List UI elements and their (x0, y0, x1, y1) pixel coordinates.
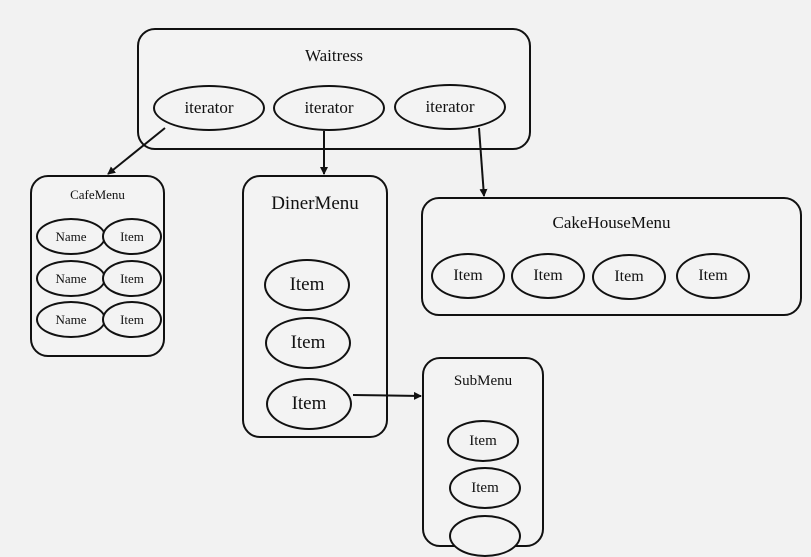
cakehouse-menu-title: CakeHouseMenu (552, 213, 671, 232)
sub-menu-title: SubMenu (453, 373, 513, 389)
cafe-menu-box: CafeMenu Name Item Name Item Name Item (30, 175, 165, 357)
iterator-label: iterator (304, 98, 354, 117)
item-label: Item (453, 267, 483, 284)
item-label: Item (698, 267, 728, 284)
sub-menu-box: SubMenu Item Item (422, 357, 544, 557)
item-node: Item (266, 378, 352, 430)
cakehouse-menu-box: CakeHouseMenu Item Item Item Item (421, 197, 802, 316)
waitress-box: Waitress iterator iterator iterator (137, 28, 531, 150)
item-node: Item (447, 420, 519, 462)
diner-menu-title: DinerMenu (271, 193, 359, 214)
item-node: Item (264, 259, 350, 311)
name-node: Name (36, 260, 106, 297)
item-label: Item (120, 270, 144, 286)
item-label: Item (120, 228, 144, 244)
name-label: Name (55, 270, 87, 286)
item-label: Item (291, 393, 327, 414)
iterator-node: iterator (153, 85, 265, 131)
item-node: Item (592, 254, 666, 300)
item-label: Item (471, 479, 499, 496)
item-node (449, 515, 521, 557)
item-label: Item (469, 432, 497, 449)
name-label: Name (55, 228, 87, 244)
item-node: Item (102, 301, 162, 338)
item-label: Item (533, 267, 563, 284)
item-node: Item (676, 253, 750, 299)
item-node: Item (102, 218, 162, 255)
waitress-title: Waitress (304, 46, 364, 65)
item-node: Item (449, 467, 521, 509)
iterator-label: iterator (184, 98, 234, 117)
iterator-label: iterator (425, 97, 475, 116)
item-node: Item (431, 253, 505, 299)
cafe-menu-title: CafeMenu (70, 187, 125, 202)
diner-menu-box: DinerMenu Item Item Item (242, 175, 388, 438)
item-label: Item (290, 332, 326, 353)
name-node: Name (36, 301, 106, 338)
item-node: Item (265, 317, 351, 369)
iterator-node: iterator (394, 84, 506, 130)
name-node: Name (36, 218, 106, 255)
item-node: Item (102, 260, 162, 297)
iterator-node: iterator (273, 85, 385, 131)
item-label: Item (289, 274, 325, 295)
name-label: Name (55, 311, 87, 327)
item-node: Item (511, 253, 585, 299)
item-label: Item (614, 268, 644, 285)
item-label: Item (120, 311, 144, 327)
